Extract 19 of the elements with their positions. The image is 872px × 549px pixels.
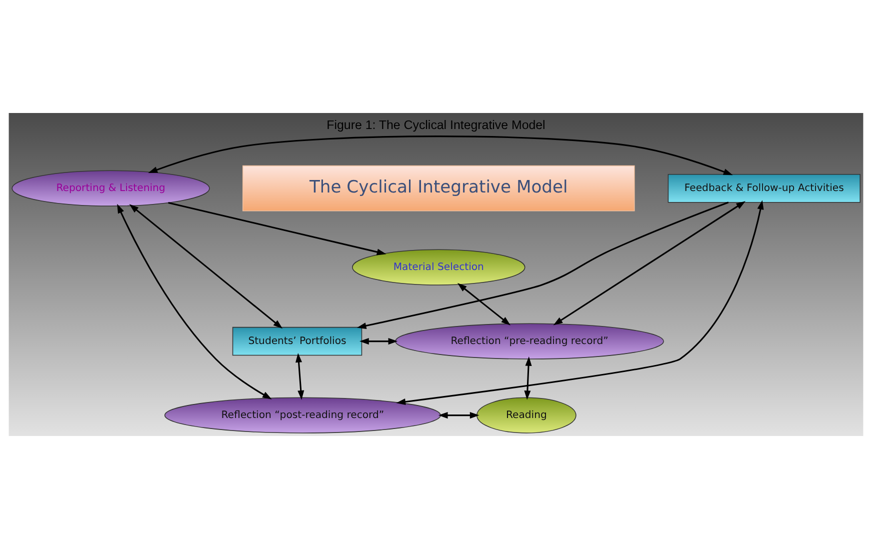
arrow bbox=[360, 338, 398, 345]
caption: Figure 1: The Cyclical Integrative Model bbox=[326, 118, 546, 132]
node-ellipse: Reporting & Listening bbox=[12, 170, 210, 206]
node-box: Students’ Portfolios bbox=[232, 326, 362, 356]
arrow bbox=[129, 204, 283, 329]
diagram-title: The Cyclical Integrative Model bbox=[309, 178, 568, 198]
arrow bbox=[296, 353, 304, 400]
node-ellipse: Reflection “pre-reading record” bbox=[395, 323, 664, 360]
arrow bbox=[356, 202, 729, 329]
arrow bbox=[524, 356, 532, 400]
node-box: Feedback & Follow-up Activities bbox=[668, 174, 860, 203]
arrow bbox=[148, 136, 733, 176]
arrow bbox=[457, 283, 510, 326]
arrow bbox=[168, 202, 386, 256]
node-ellipse: Reading bbox=[476, 397, 576, 434]
arrow bbox=[438, 412, 480, 419]
arrow bbox=[117, 204, 272, 400]
arrow bbox=[553, 201, 746, 326]
arrow bbox=[396, 200, 764, 406]
